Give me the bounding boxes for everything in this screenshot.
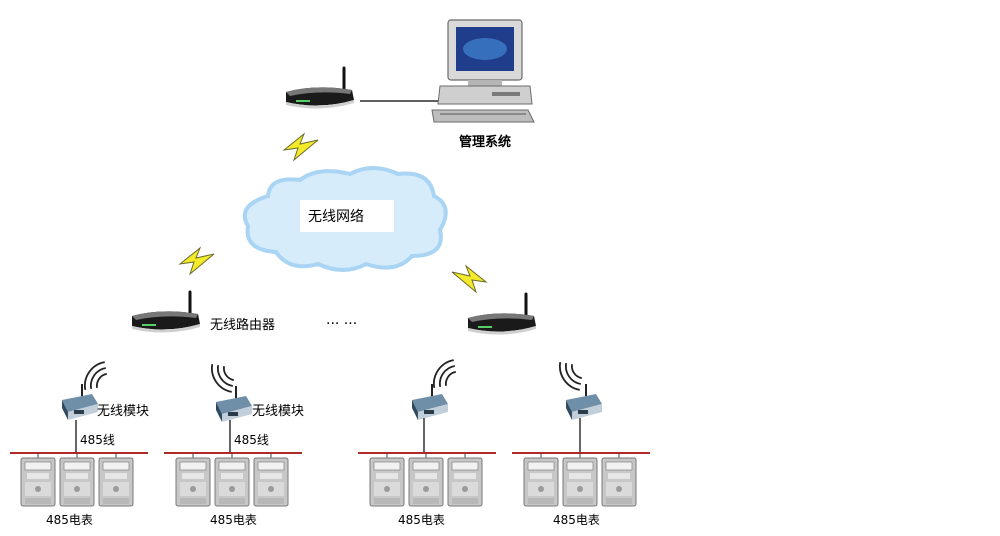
left-router (130, 290, 202, 335)
ellipsis: ··· ··· (326, 316, 357, 332)
wifi-signal-icon (80, 361, 110, 391)
line-485-label: 485线 (80, 433, 115, 447)
computer-icon (431, 19, 535, 123)
wifi-signal-icon (429, 359, 459, 389)
wifi-signal-icon (555, 361, 585, 391)
electric-meter-icon (253, 457, 289, 507)
wireless-network-cloud (242, 166, 448, 272)
electric-meter-icon (20, 457, 56, 507)
wifi-signal-icon (207, 363, 237, 393)
top-router (284, 66, 356, 111)
electric-meter-icon (447, 457, 483, 507)
line-485-label: 485线 (234, 433, 269, 447)
meter-485-label: 485电表 (398, 513, 445, 527)
meter-485-label: 485电表 (210, 513, 257, 527)
right-router (466, 292, 538, 337)
wireless-module-icon (215, 385, 253, 423)
electric-meter-icon (601, 457, 637, 507)
electric-meter-icon (175, 457, 211, 507)
meter-485-label: 485电表 (553, 513, 600, 527)
electric-meter-icon (369, 457, 405, 507)
lightning-icon (179, 247, 215, 275)
management-system-label: 管理系统 (459, 134, 511, 150)
wireless-module-label: 无线模块 (97, 404, 149, 419)
electric-meter-icon (214, 457, 250, 507)
electric-meter-icon (98, 457, 134, 507)
meter-485-label: 485电表 (46, 513, 93, 527)
wireless-network-label: 无线网络 (308, 209, 364, 225)
wireless-router-label: 无线路由器 (210, 317, 275, 333)
electric-meter-icon (408, 457, 444, 507)
electric-meter-icon (562, 457, 598, 507)
lightning-icon (451, 265, 487, 293)
wireless-module-icon (61, 383, 99, 421)
wireless-module-icon (565, 383, 603, 421)
wireless-module-label: 无线模块 (252, 404, 304, 419)
lightning-icon (283, 133, 319, 161)
electric-meter-icon (523, 457, 559, 507)
wireless-module-icon (411, 383, 449, 421)
electric-meter-icon (59, 457, 95, 507)
